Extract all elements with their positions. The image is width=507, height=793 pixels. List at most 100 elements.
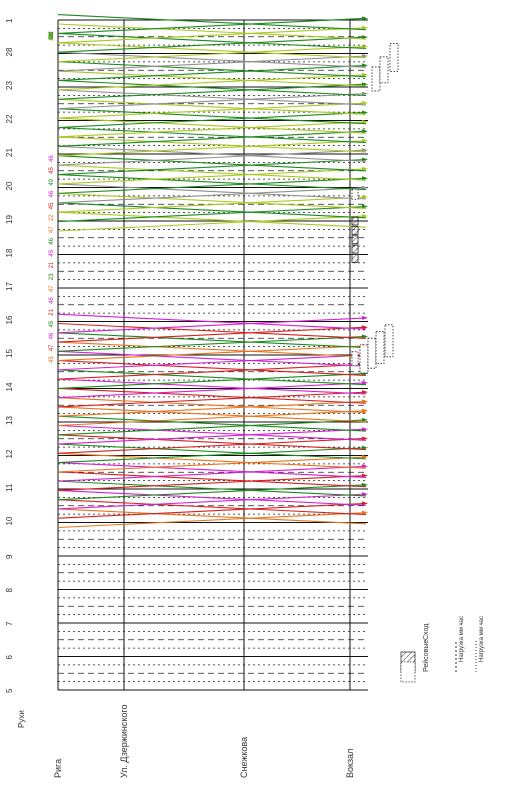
hour-label: 16 [5, 315, 14, 324]
hour-label: 28 [5, 47, 14, 56]
trip-arrow [362, 334, 368, 339]
depot-block [375, 331, 385, 364]
trip-arrow [362, 35, 368, 40]
trip-line [57, 98, 367, 115]
depot-block [384, 324, 394, 358]
trip-number: 46 [49, 297, 55, 304]
trip-number: 45 [49, 166, 55, 173]
trip-line [57, 434, 367, 451]
trip-line [57, 79, 367, 97]
trip-line [57, 183, 367, 200]
trip-line [57, 373, 367, 389]
trip-line [57, 111, 367, 129]
depot-block [351, 216, 359, 226]
trip-line [57, 108, 367, 125]
hour-label: 5 [5, 688, 14, 693]
trip-line [57, 484, 367, 501]
trip-line [57, 437, 367, 454]
trip-arrow [362, 101, 368, 106]
trip-number: 47 [49, 32, 55, 39]
trip-line [57, 391, 367, 408]
trip-line [57, 313, 367, 330]
trip-line [57, 354, 367, 371]
trip-arrow [362, 380, 368, 385]
trip-line [57, 177, 367, 194]
hour-label: 17 [5, 282, 14, 291]
trip-line [57, 164, 367, 181]
hour-label: 6 [5, 655, 14, 660]
trip-number: 45 [49, 202, 55, 209]
trip-line [57, 499, 367, 516]
trip-number: 23 [49, 273, 55, 280]
stop-label: Ул. Дзержинского [119, 705, 129, 778]
trip-arrow [362, 16, 368, 21]
trip-line [57, 419, 367, 436]
trip-line [57, 369, 367, 386]
time-grid [58, 19, 368, 691]
trip-number: 47 [49, 31, 55, 38]
depot-block [351, 254, 359, 263]
trip-number: 47 [49, 344, 55, 351]
legend-dotted-label: Сход [423, 624, 430, 640]
depot-blocks [351, 43, 399, 374]
hour-label: 7 [5, 621, 14, 626]
trip-line [57, 55, 367, 72]
depot-block [367, 337, 377, 369]
stop-label: Снежкова [239, 737, 249, 778]
trip-line [57, 23, 367, 40]
trip-number: 46 [49, 237, 55, 244]
trip-number: 45 [49, 356, 55, 363]
trip-arrow [362, 501, 368, 506]
trip-line [57, 196, 367, 213]
hour-label: 1 [5, 18, 14, 23]
trip-number: 47 [49, 33, 55, 40]
trip-line [57, 345, 367, 362]
trip-line [57, 508, 367, 525]
trip-lines [57, 14, 368, 529]
hour-label: 8 [5, 588, 14, 593]
trip-line [57, 126, 367, 144]
trip-line [57, 341, 367, 358]
trip-number: 50 [49, 32, 55, 39]
trip-line [57, 400, 367, 417]
trip-line [57, 512, 367, 529]
trip-line [57, 443, 367, 460]
trip-number-labels: 4547464521464723214546472245464945462247… [49, 31, 55, 363]
trip-line [57, 83, 367, 100]
depot-block [389, 43, 399, 72]
trip-arrow [362, 473, 368, 478]
trip-number: 22 [49, 33, 55, 40]
trip-line [57, 502, 367, 519]
trip-arrow [362, 408, 368, 413]
trip-line [57, 155, 367, 172]
trip-line [57, 360, 367, 376]
legend-dotted-swatch [400, 661, 416, 683]
trip-number: 22 [49, 32, 55, 39]
trip-line [57, 480, 367, 497]
trip-line [57, 17, 367, 34]
trip-line [57, 215, 367, 232]
hour-label: 10 [5, 516, 14, 525]
trip-arrow [362, 213, 368, 218]
depot-block [351, 188, 359, 200]
trip-number: 46 [49, 190, 55, 197]
trip-line [57, 378, 367, 395]
trip-arrow [362, 25, 368, 30]
trip-line [57, 489, 367, 506]
trip-number: 21 [49, 261, 55, 268]
trip-line [57, 14, 367, 31]
trip-line [57, 350, 367, 367]
hour-label: 12 [5, 449, 14, 458]
trip-arrow [362, 110, 368, 115]
trip-line [57, 397, 367, 414]
trip-arrow [362, 166, 368, 171]
trip-arrow [362, 390, 368, 395]
trip-line [57, 102, 367, 119]
legend-line-b-label: Нагрузка мм час [479, 616, 485, 662]
trip-arrow [362, 492, 368, 497]
trip-arrow [362, 427, 368, 432]
trip-arrow [362, 464, 368, 469]
legend-line-a-label: Нагрузка мм час [459, 616, 465, 662]
trip-arrow [362, 185, 368, 190]
trip-line [57, 149, 367, 166]
